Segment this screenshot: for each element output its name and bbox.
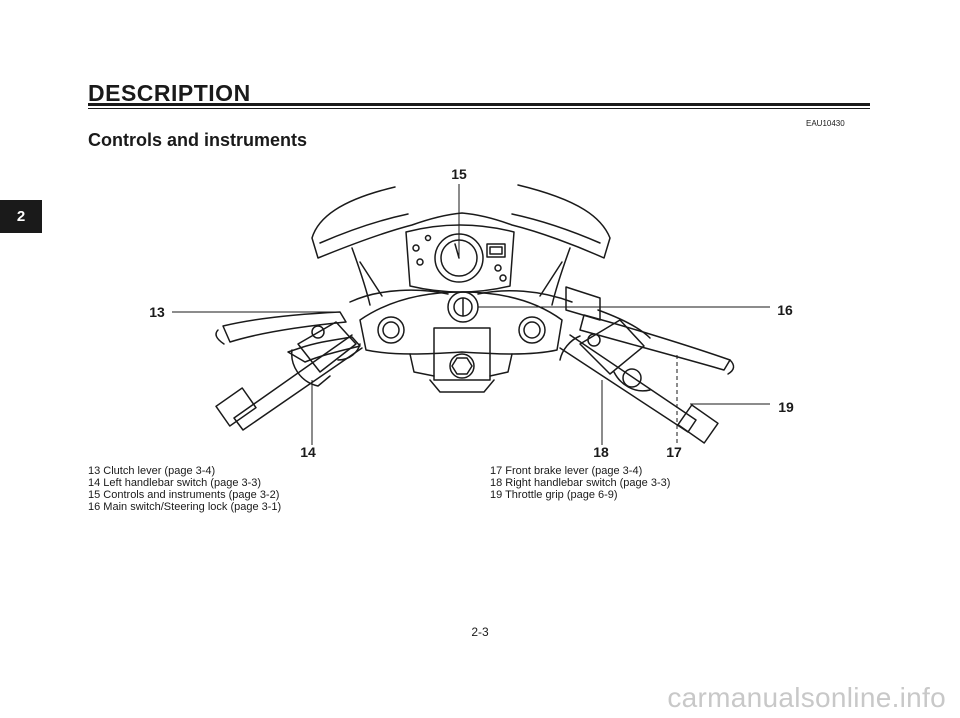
chapter-tab: 2 — [0, 200, 42, 233]
page-number: 2-3 — [471, 625, 489, 639]
callout-16: 16 — [777, 302, 793, 318]
legend-item: 14 Left handlebar switch (page 3-3) — [88, 477, 262, 489]
cables — [349, 289, 651, 339]
legend-right: 17 Front brake lever (page 3-4) 18 Right… — [490, 465, 670, 501]
callout-13: 13 — [149, 304, 165, 320]
section-title: DESCRIPTION — [88, 80, 251, 106]
left-handlebar — [215, 311, 363, 431]
header-rule-thin — [88, 108, 870, 109]
legend-item: 17 Front brake lever (page 3-4) — [490, 465, 643, 477]
subsection-title: Controls and instruments — [88, 130, 308, 150]
reference-code: EAU10430 — [806, 119, 845, 128]
legend-left: 13 Clutch lever (page 3-4) 14 Left handl… — [88, 465, 281, 513]
callout-15: 15 — [451, 166, 467, 182]
legend-item: 19 Throttle grip (page 6-9) — [490, 489, 618, 501]
callout-19: 19 — [778, 399, 794, 415]
watermark: carmanualsonline.info — [667, 682, 946, 713]
callout-14: 14 — [300, 444, 316, 460]
right-handlebar — [559, 286, 735, 444]
instrument-cluster — [405, 224, 515, 293]
legend-item: 15 Controls and instruments (page 3-2) — [88, 489, 280, 501]
callout-18: 18 — [593, 444, 609, 460]
callout-17: 17 — [666, 444, 682, 460]
header-rule-thick — [88, 103, 870, 106]
legend-item: 16 Main switch/Steering lock (page 3-1) — [88, 501, 282, 513]
legend-item: 13 Clutch lever (page 3-4) — [88, 465, 216, 477]
windscreen-cowl — [311, 184, 611, 306]
top-triple-clamp — [359, 291, 563, 393]
leader-lines — [172, 184, 770, 445]
legend-item: 18 Right handlebar switch (page 3-3) — [490, 477, 671, 489]
